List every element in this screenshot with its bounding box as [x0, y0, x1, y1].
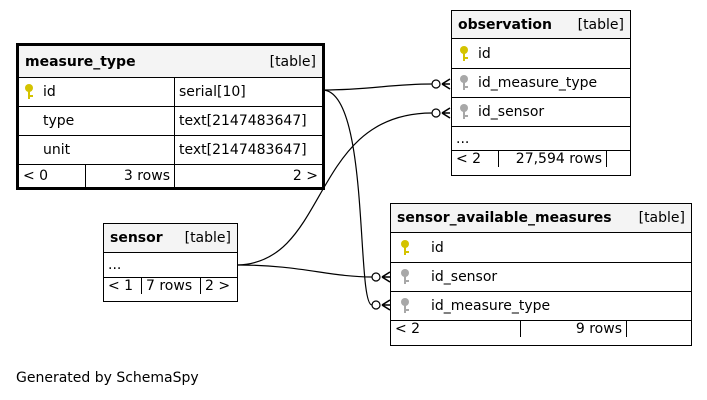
row-count: 27,594 rows: [498, 151, 606, 167]
table-footer: < 2 9 rows: [391, 321, 691, 337]
table-header: sensor_available_measures [table]: [391, 204, 691, 233]
parents-link[interactable]: < 2: [395, 321, 421, 337]
table-kind: [table]: [577, 16, 624, 33]
table-row: id_measure_type: [391, 292, 691, 321]
table-name: sensor_available_measures: [397, 210, 612, 226]
column-name: unit: [43, 142, 71, 158]
table-sensor[interactable]: sensor [table] ... < 1 7 rows 2 >: [103, 223, 238, 302]
table-measure-type[interactable]: measure_type [table] id serial[10] type …: [16, 43, 325, 190]
column-type: text[2147483647]: [174, 136, 322, 164]
foreign-key-icon: [458, 104, 472, 120]
edge-end-circle: [431, 79, 441, 89]
table-footer: < 2 27,594 rows: [452, 151, 630, 167]
children-link[interactable]: 2 >: [200, 278, 237, 294]
table-kind: [table]: [269, 53, 316, 70]
table-row: ...: [104, 253, 237, 278]
table-header: measure_type [table]: [19, 46, 322, 78]
edge-end-circle: [431, 108, 441, 118]
table-row: ...: [452, 127, 630, 151]
table-footer: < 1 7 rows 2 >: [104, 278, 237, 294]
table-row: id: [391, 233, 691, 263]
column-name: id_sensor: [478, 104, 545, 120]
row-count: 9 rows: [520, 321, 626, 337]
table-row: id_measure_type: [452, 69, 630, 98]
edge-measure-type-observation: [322, 83, 433, 91]
children-link[interactable]: 2 >: [174, 165, 322, 187]
column-type: text[2147483647]: [174, 107, 322, 135]
table-sensor-available-measures[interactable]: sensor_available_measures [table] id id_…: [390, 203, 692, 346]
parents-link[interactable]: < 2: [456, 151, 482, 167]
generated-by-label: Generated by SchemaSpy: [16, 370, 199, 386]
edge-measure-type-sam: [322, 89, 373, 306]
foreign-key-icon: [399, 269, 413, 285]
column-name: id: [431, 239, 444, 256]
column-name: type: [43, 113, 75, 129]
more-columns: ...: [108, 257, 122, 273]
table-row: id_sensor: [391, 263, 691, 292]
foreign-key-icon: [399, 298, 413, 314]
column-name: id: [43, 84, 56, 100]
crowfoot-icon: [441, 107, 451, 119]
row-count: 3 rows: [85, 165, 174, 187]
column-type: serial[10]: [174, 78, 322, 106]
table-row: id_sensor: [452, 98, 630, 127]
table-header: observation [table]: [452, 11, 630, 39]
primary-key-icon: [399, 239, 413, 256]
table-header: sensor [table]: [104, 224, 237, 253]
parents-link[interactable]: < 0: [23, 168, 49, 184]
row-count: 7 rows: [141, 278, 200, 294]
crowfoot-icon: [441, 78, 451, 90]
primary-key-icon: [458, 45, 472, 62]
table-row: id serial[10]: [19, 78, 322, 107]
table-name: sensor: [110, 230, 163, 246]
foreign-key-icon: [458, 75, 472, 91]
children-link[interactable]: [606, 151, 630, 167]
table-name: measure_type: [25, 53, 136, 70]
crowfoot-icon: [381, 299, 391, 311]
table-observation[interactable]: observation [table] id id_measure_type i…: [451, 10, 631, 176]
column-name: id_measure_type: [478, 75, 598, 91]
table-row: type text[2147483647]: [19, 107, 322, 136]
column-name: id: [478, 45, 491, 62]
table-row: unit text[2147483647]: [19, 136, 322, 165]
children-link[interactable]: [626, 321, 691, 337]
table-footer: < 0 3 rows 2 >: [19, 165, 322, 187]
more-columns: ...: [456, 130, 470, 147]
column-name: id_sensor: [431, 269, 498, 285]
table-kind: [table]: [638, 210, 685, 226]
table-name: observation: [458, 16, 553, 33]
crowfoot-icon: [381, 271, 391, 283]
primary-key-icon: [23, 84, 37, 100]
parents-link[interactable]: < 1: [108, 278, 134, 294]
edge-sensor-sam: [237, 264, 373, 278]
edge-end-circle: [371, 272, 381, 282]
table-row: id: [452, 39, 630, 69]
edge-end-circle: [371, 300, 381, 310]
table-kind: [table]: [184, 230, 231, 246]
column-name: id_measure_type: [431, 298, 551, 314]
